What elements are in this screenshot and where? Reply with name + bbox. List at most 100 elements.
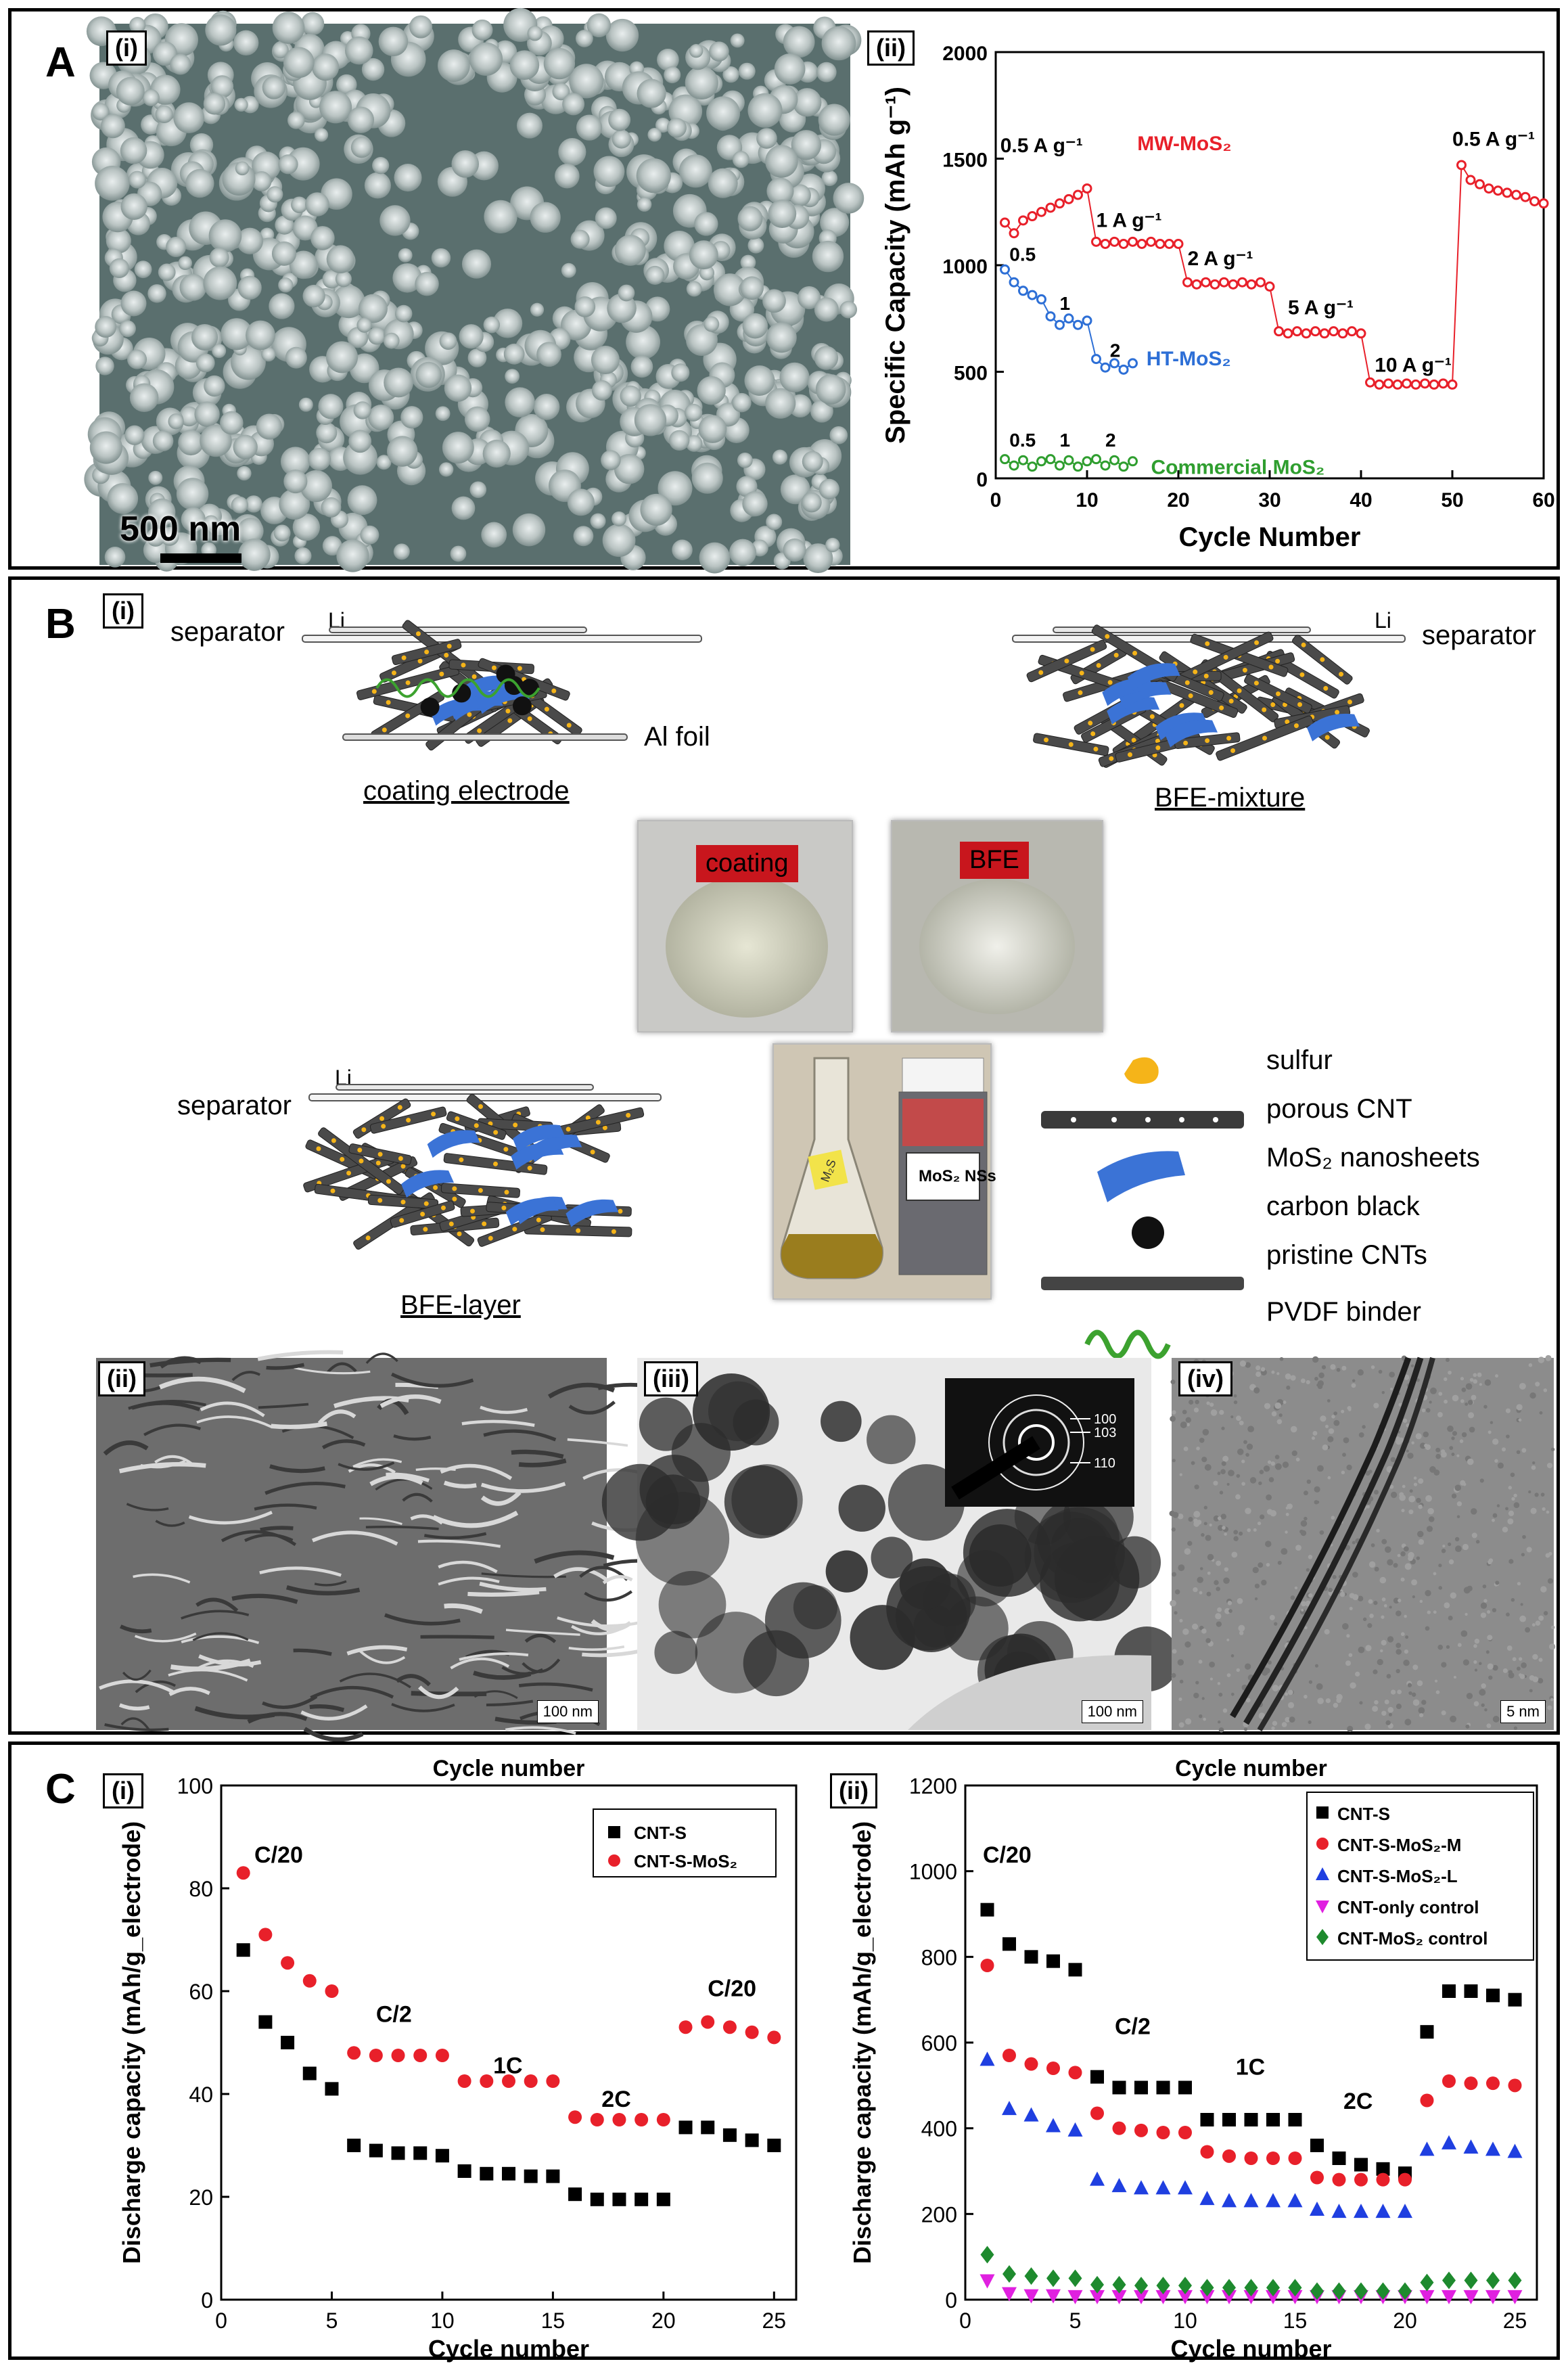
lattice-noise bbox=[1317, 1465, 1324, 1472]
data-point bbox=[1100, 239, 1111, 249]
sem-particle bbox=[552, 83, 570, 101]
x-axis-label: Cycle Number bbox=[1179, 522, 1361, 552]
data-point bbox=[1063, 193, 1074, 204]
lattice-noise bbox=[1210, 1409, 1218, 1416]
nanosheet-edge bbox=[518, 1682, 593, 1692]
lattice-noise bbox=[1411, 1579, 1418, 1586]
data-point bbox=[1398, 2172, 1412, 2187]
lattice-noise bbox=[1385, 1720, 1391, 1725]
lattice-noise bbox=[1430, 1387, 1437, 1394]
sem-particle bbox=[464, 406, 490, 432]
sem-particle bbox=[765, 388, 796, 419]
sem-particle bbox=[321, 497, 342, 518]
lattice-noise bbox=[1393, 1597, 1400, 1604]
lattice-noise bbox=[1247, 1426, 1254, 1433]
data-point bbox=[1266, 2290, 1281, 2304]
lattice-noise bbox=[1427, 1610, 1431, 1614]
panel-b-ii-label: (ii) bbox=[98, 1361, 145, 1396]
lattice-noise bbox=[1474, 1668, 1478, 1672]
data-point bbox=[1073, 461, 1083, 472]
sem-particle bbox=[142, 89, 160, 106]
lattice-noise bbox=[1324, 1629, 1330, 1635]
lattice-noise bbox=[1341, 1470, 1345, 1475]
lattice-noise bbox=[1218, 1692, 1223, 1697]
lattice-noise bbox=[1177, 1513, 1184, 1520]
rate-annotation: 10 A g⁻¹ bbox=[1375, 355, 1452, 377]
data-point bbox=[656, 2192, 670, 2206]
data-point bbox=[767, 2139, 781, 2152]
legend-entry: CNT-S-MoS₂-M bbox=[1337, 1835, 1461, 1855]
lattice-noise bbox=[1192, 1623, 1199, 1630]
lattice-noise bbox=[1421, 1700, 1427, 1705]
lattice-noise bbox=[1448, 1542, 1452, 1547]
tem-particle bbox=[639, 1397, 693, 1451]
data-point bbox=[1354, 2282, 1368, 2300]
lattice-noise bbox=[1179, 1618, 1183, 1623]
sem-particle bbox=[709, 41, 729, 62]
data-point bbox=[1018, 286, 1028, 296]
sem-particle bbox=[237, 275, 262, 300]
nanosheet-edge bbox=[317, 1409, 356, 1425]
sem-particle bbox=[435, 406, 451, 422]
data-point bbox=[1068, 2269, 1082, 2287]
lattice-noise bbox=[1195, 1681, 1199, 1685]
lattice-noise bbox=[1331, 1516, 1335, 1520]
lattice-noise bbox=[1426, 1526, 1433, 1532]
lattice-noise bbox=[1516, 1666, 1521, 1671]
saed-label-100: 100 bbox=[1094, 1412, 1116, 1427]
sem-particle bbox=[730, 33, 745, 48]
nanosheet-edge bbox=[311, 1530, 398, 1546]
lattice-noise bbox=[1348, 1408, 1352, 1411]
lattice-noise bbox=[1473, 1379, 1478, 1384]
legend-entry: CNT-only control bbox=[1337, 1897, 1479, 1917]
lattice-noise bbox=[1230, 1692, 1235, 1696]
sem-particle bbox=[802, 492, 822, 513]
data-point bbox=[281, 1956, 295, 1970]
data-point bbox=[1243, 2290, 1259, 2304]
data-point bbox=[1464, 2271, 1478, 2290]
lattice-noise bbox=[1505, 1408, 1511, 1413]
sem-particle bbox=[444, 374, 472, 402]
nanosheet-edge bbox=[221, 1530, 297, 1547]
data-point bbox=[1310, 2282, 1324, 2300]
data-point bbox=[1374, 379, 1385, 390]
nanosheet-edge bbox=[582, 1649, 643, 1658]
sem-particle bbox=[347, 485, 377, 516]
sem-particle bbox=[812, 240, 844, 273]
nanosheet-edge bbox=[309, 1704, 345, 1712]
data-point bbox=[347, 2139, 361, 2152]
lattice-noise bbox=[1531, 1465, 1536, 1470]
sem-particle bbox=[326, 245, 355, 273]
data-point bbox=[635, 2113, 649, 2126]
y-tick-label: 0 bbox=[201, 2288, 213, 2313]
lattice-noise bbox=[1529, 1394, 1534, 1398]
sem-particle bbox=[645, 265, 665, 285]
lattice-noise bbox=[1378, 1369, 1383, 1374]
nanosheet-edge bbox=[118, 1703, 150, 1711]
sem-particle bbox=[742, 491, 768, 517]
lattice-noise bbox=[1308, 1680, 1313, 1684]
cnt-rod bbox=[446, 1111, 507, 1140]
x-tick-label: 0 bbox=[990, 489, 1002, 511]
sem-particle bbox=[221, 318, 253, 350]
nanosheet-edge bbox=[547, 1382, 616, 1399]
sem-particle bbox=[106, 228, 131, 254]
sem-particle bbox=[640, 493, 672, 526]
y-tick-label: 80 bbox=[189, 1877, 213, 1901]
data-point bbox=[1046, 1954, 1060, 1968]
lattice-noise bbox=[1217, 1607, 1222, 1612]
lattice-noise bbox=[1226, 1673, 1231, 1677]
data-point bbox=[1483, 183, 1494, 194]
data-point bbox=[1419, 2290, 1435, 2304]
lattice-noise bbox=[1320, 1415, 1327, 1422]
lattice-noise bbox=[1513, 1502, 1520, 1508]
nanosheet-edge bbox=[133, 1573, 191, 1584]
x-tick-label: 20 bbox=[1167, 489, 1189, 511]
lattice-noise bbox=[1519, 1674, 1525, 1679]
nanosheet-edge bbox=[293, 1648, 332, 1656]
lattice-noise bbox=[1266, 1563, 1270, 1567]
lattice-noise bbox=[1425, 1590, 1431, 1597]
data-point bbox=[347, 2046, 361, 2060]
lattice-noise bbox=[1224, 1567, 1229, 1572]
